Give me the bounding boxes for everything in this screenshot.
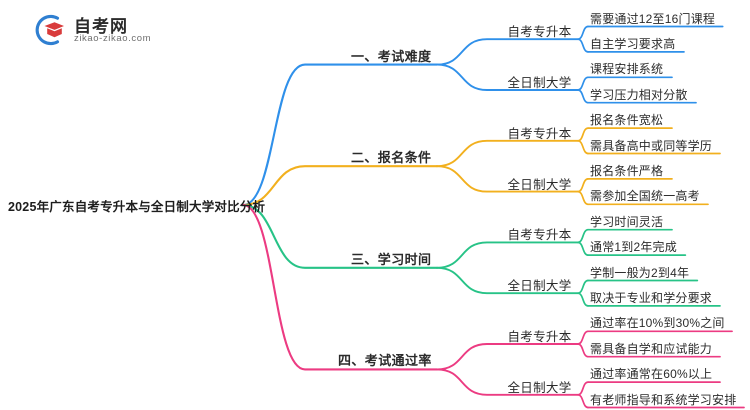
subbranch-label-3-1[interactable]: 自考专升本 xyxy=(507,228,572,243)
leaf-label-3-1-1[interactable]: 学习时间灵活 xyxy=(590,214,664,229)
leaf-label-2-1-1[interactable]: 报名条件宽松 xyxy=(590,113,664,128)
leaf-label-1-1-1[interactable]: 需要通过12至16门课程 xyxy=(590,11,716,26)
leaf-label-2-2-1[interactable]: 报名条件严格 xyxy=(590,163,664,178)
branch-label-4[interactable]: 四、考试通过率 xyxy=(338,353,432,369)
branch-label-2[interactable]: 二、报名条件 xyxy=(351,150,432,166)
leaf-label-1-2-2[interactable]: 学习压力相对分散 xyxy=(590,87,688,102)
leaf-label-3-1-2[interactable]: 通常1到2年完成 xyxy=(590,240,677,255)
leaf-label-2-1-2[interactable]: 需具备高中或同等学历 xyxy=(590,138,713,153)
leaf-label-4-2-1[interactable]: 通过率通常在60%以上 xyxy=(590,367,713,382)
subbranch-label-2-2[interactable]: 全日制大学 xyxy=(507,177,572,192)
watermark-name: 自考网 xyxy=(74,17,128,36)
leaf-label-4-1-1[interactable]: 通过率在10%到30%之间 xyxy=(590,316,725,331)
subbranch-label-4-1[interactable]: 自考专升本 xyxy=(507,330,572,344)
branch-label-3[interactable]: 三、学习时间 xyxy=(351,251,432,267)
leaf-label-1-2-1[interactable]: 课程安排系统 xyxy=(590,62,664,77)
subbranch-label-1-2[interactable]: 全日制大学 xyxy=(507,76,572,90)
subbranch-label-3-2[interactable]: 全日制大学 xyxy=(507,279,572,294)
leaf-label-4-2-2[interactable]: 有老师指导和系统学习安排 xyxy=(590,392,737,407)
leaf-label-4-1-2[interactable]: 需具备自学和应试能力 xyxy=(590,341,713,356)
graduation-cap-logo-icon xyxy=(35,14,64,46)
subbranch-label-1-1[interactable]: 自考专升本 xyxy=(507,25,572,40)
leaf-label-3-2-2[interactable]: 取决于专业和学分要求 xyxy=(590,290,713,305)
watermark-url: zikao-zikao.com xyxy=(74,33,152,44)
site-watermark-logo: 自考网 zikao-zikao.com xyxy=(33,11,158,51)
leaf-label-3-2-1[interactable]: 学制一般为2到4年 xyxy=(590,265,690,280)
branch-label-1[interactable]: 一、考试难度 xyxy=(351,48,432,64)
root-node-label[interactable]: 2025年广东自考专升本与全日制大学对比分析 xyxy=(8,200,266,214)
subbranch-label-2-1[interactable]: 自考专升本 xyxy=(507,126,572,141)
leaf-label-2-2-2[interactable]: 需参加全国统一高考 xyxy=(590,189,700,204)
leaf-label-1-1-2[interactable]: 自主学习要求高 xyxy=(590,36,676,51)
subbranch-label-4-2[interactable]: 全日制大学 xyxy=(507,380,572,395)
